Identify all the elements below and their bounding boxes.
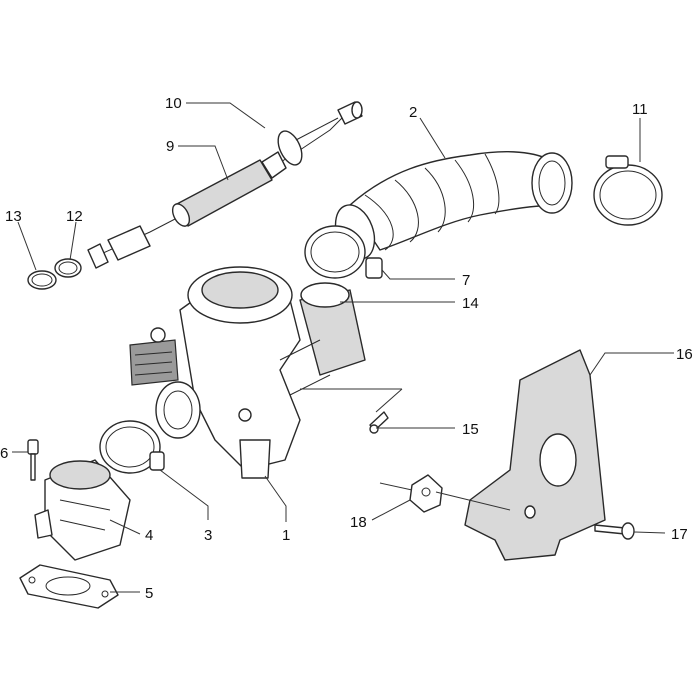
callout-16: 16 xyxy=(676,346,693,363)
part-bolt-left xyxy=(27,439,39,481)
callout-14: 14 xyxy=(462,295,479,312)
leader-lines xyxy=(12,102,674,593)
callout-2: 2 xyxy=(409,104,417,121)
callout-10: 11 xyxy=(632,101,648,118)
callout-18: 18 xyxy=(350,514,367,531)
callout-9: 9 xyxy=(166,138,174,155)
part-clamp-ring-lower xyxy=(99,420,165,474)
callout-7: 7 xyxy=(462,272,470,289)
part-heat-shield xyxy=(464,349,606,561)
callout-4: 4 xyxy=(145,527,153,544)
part-carburetor xyxy=(129,266,366,479)
callout-5: 5 xyxy=(145,585,153,602)
part-cable-assembly xyxy=(87,101,363,269)
part-small-screw xyxy=(369,411,389,434)
callout-11: 10 xyxy=(165,95,182,112)
callout-3: 3 xyxy=(204,527,212,544)
callout-6: 6 xyxy=(0,445,8,462)
callout-13: 13 xyxy=(5,208,22,225)
part-large-clamp xyxy=(593,155,663,226)
part-clip-nut xyxy=(409,474,443,513)
part-bolt-right xyxy=(594,522,635,540)
part-clamp-ring-upper xyxy=(304,225,383,279)
callout-1: 1 xyxy=(282,527,290,544)
part-small-clips xyxy=(27,258,82,290)
callout-15: 15 xyxy=(462,421,479,438)
callout-12: 12 xyxy=(66,208,83,225)
part-intake-manifold xyxy=(34,459,131,561)
part-gasket xyxy=(19,564,119,609)
callout-numbers: 10 9 13 12 2 11 7 14 16 15 6 1 3 4 5 18 … xyxy=(0,95,693,602)
callout-17: 17 xyxy=(671,526,688,543)
